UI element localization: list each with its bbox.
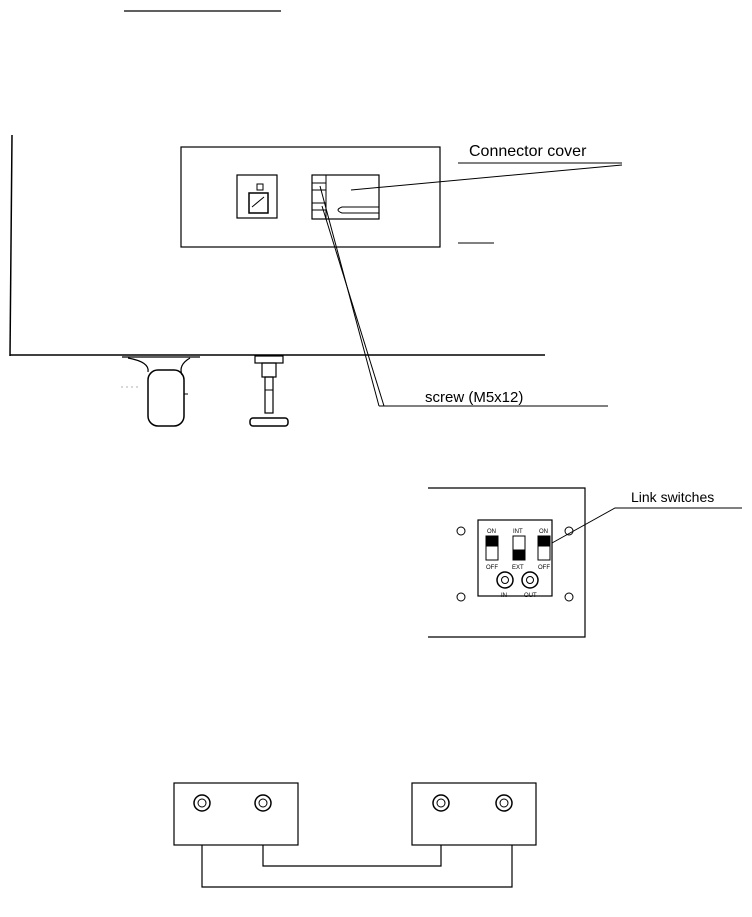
leveler-plate bbox=[254, 355, 284, 364]
caster-fork-left bbox=[127, 357, 149, 373]
connector-cover-leader bbox=[350, 164, 623, 191]
unit-b-jack-2 bbox=[495, 794, 513, 812]
switch-plate bbox=[477, 519, 553, 597]
unit-b-jack-1-inner bbox=[436, 798, 446, 808]
link-switches-label: Link switches bbox=[631, 489, 714, 505]
connector-cover bbox=[311, 174, 380, 220]
link-switch-right-lever bbox=[537, 535, 551, 547]
cover-lower-tab bbox=[312, 202, 327, 211]
screw-leader-lower bbox=[321, 205, 385, 407]
unit-b-panel bbox=[411, 782, 537, 846]
center-switch-ext-text: EXT bbox=[512, 565, 524, 571]
left-switch-off-text: OFF bbox=[486, 565, 498, 571]
unit-b-jack-2-inner bbox=[499, 798, 509, 808]
unit-a-jack-1-inner bbox=[197, 798, 207, 808]
connector-panel bbox=[180, 146, 441, 248]
jack-out-inner bbox=[526, 576, 534, 584]
power-switch bbox=[248, 192, 269, 214]
power-indicator bbox=[256, 183, 264, 191]
left-switch-on-text: ON bbox=[487, 529, 496, 535]
cabinet-figure bbox=[9, 134, 623, 427]
jack-in bbox=[496, 571, 514, 589]
caster-fork-right bbox=[180, 357, 191, 376]
cable-inner bbox=[262, 845, 442, 867]
unit-a-jack-1 bbox=[193, 794, 211, 812]
connector-cover-label: Connector cover bbox=[469, 143, 587, 160]
jack-out bbox=[521, 571, 539, 589]
leveler-foot bbox=[249, 417, 289, 427]
unit-a-jack-2-inner bbox=[258, 798, 268, 808]
link-switches-leader bbox=[551, 507, 742, 544]
cover-upper-tab bbox=[312, 182, 327, 191]
link-switch-panel-outline bbox=[428, 487, 586, 638]
screw-label: screw (M5x12) bbox=[425, 389, 523, 406]
link-switch-center-lever bbox=[512, 549, 526, 561]
unit-a-jack-2 bbox=[254, 794, 272, 812]
mount-hole-top-left bbox=[456, 526, 466, 536]
power-switch-rocker bbox=[251, 196, 265, 208]
link-switch-left-lever bbox=[485, 535, 499, 547]
caster-wheel bbox=[147, 369, 185, 427]
link-switch-figure bbox=[428, 487, 742, 638]
unit-b-jack-1 bbox=[432, 794, 450, 812]
power-switch-housing bbox=[236, 174, 278, 219]
right-switch-on-text: ON bbox=[539, 529, 548, 535]
cover-slot bbox=[337, 206, 379, 214]
leveler-shaft bbox=[264, 376, 274, 414]
jack-in-text: IN bbox=[501, 593, 507, 599]
leveler-nut bbox=[261, 362, 277, 378]
cable-outer bbox=[201, 845, 513, 888]
mount-hole-bottom-right bbox=[564, 592, 574, 602]
cabinet-left-edge bbox=[9, 134, 13, 357]
center-switch-int-text: INT bbox=[513, 529, 523, 535]
right-switch-off-text: OFF bbox=[538, 565, 550, 571]
cable-connection-figure bbox=[173, 782, 537, 888]
jack-out-text: OUT bbox=[524, 593, 537, 599]
unit-a-panel bbox=[173, 782, 299, 846]
jack-in-inner bbox=[501, 576, 509, 584]
mount-hole-bottom-left bbox=[456, 592, 466, 602]
